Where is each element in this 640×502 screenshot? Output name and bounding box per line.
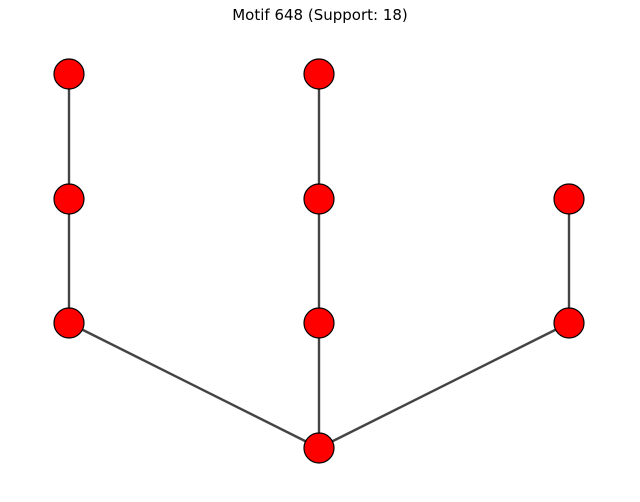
node-n6 bbox=[303, 307, 335, 339]
node-n1 bbox=[53, 58, 85, 90]
edge-layer bbox=[67, 74, 571, 450]
node-n8 bbox=[553, 307, 585, 339]
node-n5 bbox=[303, 183, 335, 215]
diagram-title: Motif 648 (Support: 18) bbox=[232, 6, 408, 24]
edge-n8-n9 bbox=[318, 321, 570, 450]
node-n4 bbox=[303, 58, 335, 90]
node-n7 bbox=[553, 183, 585, 215]
node-layer bbox=[53, 58, 585, 464]
edge-n3-n9 bbox=[68, 321, 320, 450]
node-n3 bbox=[53, 307, 85, 339]
node-n2 bbox=[53, 183, 85, 215]
node-n9 bbox=[303, 432, 335, 464]
